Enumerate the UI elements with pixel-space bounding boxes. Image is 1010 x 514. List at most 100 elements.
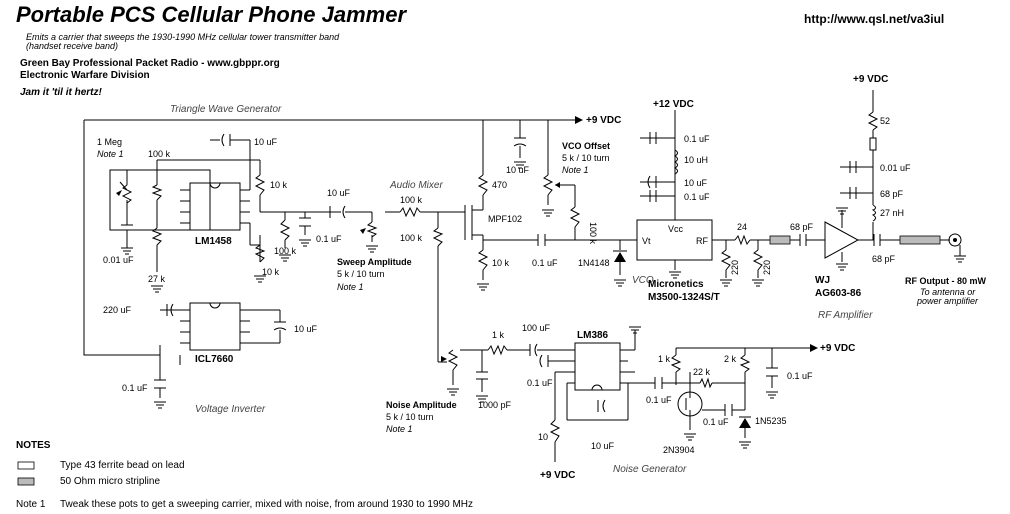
noise-amplitude-value: 5 k / 10 turn [386, 412, 434, 422]
inductors [674, 149, 876, 222]
power-9v-amp: +9 VDC [853, 74, 888, 85]
res-10k-tri-a-label: 10 k [270, 180, 288, 190]
ic-icl7660-label: ICL7660 [195, 354, 234, 365]
rf-output-label: RF Output - 80 mW [905, 276, 986, 286]
amp-name-label: WJ [815, 275, 830, 286]
cap-10uf-inv-label: 10 uF [294, 324, 318, 334]
res-22k-label: 22 k [693, 367, 711, 377]
cap-0-1uf-n1-label: 0.1 uF [527, 378, 553, 388]
res-1k-noise-label: 1 k [492, 330, 505, 340]
pot-1meg-note: Note 1 [97, 149, 124, 159]
page-title: Portable PCS Cellular Phone Jammer [16, 2, 407, 27]
res-1k-b-label: 1 k [658, 354, 671, 364]
noise-amplitude-note: Note 1 [386, 424, 413, 434]
potentiometers [116, 174, 560, 371]
organization: Green Bay Professional Packet Radio - ww… [20, 58, 280, 82]
cap-0-1uf-vco-label: 0.1 uF [684, 134, 710, 144]
cap-220uf-label: 220 uF [103, 305, 132, 315]
res-100k-mix-b-label: 100 k [400, 233, 423, 243]
rf-output-dest-1: To antenna or [920, 287, 976, 297]
cap-0-01uf-amp-label: 0.01 uF [880, 163, 911, 173]
vco-offset-note: Note 1 [562, 165, 589, 175]
diode-1n5235-label: 1N5235 [755, 416, 787, 426]
note-1-label: Note 1 [16, 499, 46, 510]
cap-100uf-label: 100 uF [522, 323, 551, 333]
cap-68pf-a-label: 68 pF [790, 222, 814, 232]
cap-0-1uf-tri-label: 0.1 uF [316, 234, 342, 244]
cap-1000pf-label: 1000 pF [478, 400, 512, 410]
pot-1meg-label: 1 Meg [97, 137, 122, 147]
vco-vcc-pin: Vcc [668, 224, 684, 234]
sweep-amplitude-value: 5 k / 10 turn [337, 269, 385, 279]
ind-27nh-label: 27 nH [880, 208, 904, 218]
cap-0-1uf-vco-b-label: 0.1 uF [684, 192, 710, 202]
cap-10uf-noise-label: 10 uF [591, 441, 615, 451]
vco-vt-pin: Vt [642, 236, 651, 246]
cap-10uf-top-label: 10 uF [506, 165, 530, 175]
res-24-label: 24 [737, 222, 747, 232]
label-vco: VCO [632, 275, 654, 286]
rf-output-dest-2: power amplifier [916, 296, 979, 306]
ic-lm386-label: LM386 [577, 330, 609, 341]
res-100k-offset-label: 100 k [588, 222, 598, 245]
cap-0-01uf-tri-label: 0.01 uF [103, 255, 134, 265]
power-9v-bottom: +9 VDC [540, 470, 575, 481]
cap-0-1uf-inv-label: 0.1 uF [122, 383, 148, 393]
res-470-label: 470 [492, 180, 507, 190]
power-9v-top: +9 VDC [586, 115, 621, 126]
resistors [151, 111, 879, 443]
label-rf-amplifier: RF Amplifier [818, 310, 873, 321]
notes-heading: NOTES [16, 440, 51, 451]
note-1-text: Tweak these pots to get a sweeping carri… [60, 499, 473, 510]
source-url: http://www.qsl.net/va3iul [804, 12, 945, 26]
res-2k-label: 2 k [724, 354, 737, 364]
power-12v-vco: +12 VDC [653, 99, 694, 110]
cap-10uf-tri-label: 10 uF [254, 137, 278, 147]
transistor-2n3904-label: 2N3904 [663, 445, 695, 455]
noise-amplitude-label: Noise Amplitude [386, 400, 457, 410]
res-27k-label: 27 k [148, 274, 166, 284]
ferrite-bead-symbol [17, 461, 35, 470]
res-52-label: 52 [880, 116, 890, 126]
amp-part-label: AG603-86 [815, 288, 862, 299]
org-line-2: Electronic Warfare Division [20, 70, 150, 81]
ic-lm1458-label: LM1458 [195, 236, 232, 247]
cap-10uf-mix-label: 10 uF [327, 188, 351, 198]
res-220-b-label: 220 [762, 260, 772, 275]
note-stripline: 50 Ohm micro stripline [60, 476, 161, 487]
cap-0-1uf-n3-label: 0.1 uF [703, 417, 729, 427]
diode-1n4148-label: 1N4148 [578, 258, 610, 268]
label-voltage-inverter: Voltage Inverter [195, 404, 266, 415]
note-ferrite-bead: Type 43 ferrite bead on lead [60, 460, 185, 471]
vco-offset-value: 5 k / 10 turn [562, 153, 610, 163]
striplines [769, 233, 962, 256]
sweep-amplitude-note: Note 1 [337, 282, 364, 292]
label-triangle-wave-generator: Triangle Wave Generator [170, 104, 282, 115]
description: Emits a carrier that sweeps the 1930-199… [26, 32, 340, 51]
res-100k-tri-b-label: 100 k [274, 246, 297, 256]
cap-68pf-out-label: 68 pF [872, 254, 896, 264]
tagline: Jam it 'til it hertz! [20, 87, 102, 98]
vco-part-label: M3500-1324S/T [648, 292, 720, 303]
label-audio-mixer: Audio Mixer [389, 180, 443, 191]
res-10k-jfet-label: 10 k [492, 258, 510, 268]
cap-10uf-vco-label: 10 uF [684, 178, 708, 188]
jfet-mpf102-label: MPF102 [488, 214, 522, 224]
cap-0-1uf-n4-label: 0.1 uF [787, 371, 813, 381]
res-100k-tri-label: 100 k [148, 149, 171, 159]
ind-10uh-label: 10 uH [684, 155, 708, 165]
res-10-noise-label: 10 [538, 432, 548, 442]
ic-bodies [189, 182, 860, 417]
cap-68pf-amp-label: 68 pF [880, 189, 904, 199]
cap-0-1uf-jfet-label: 0.1 uF [532, 258, 558, 268]
vco-offset-label: VCO Offset [562, 141, 610, 151]
wires [83, 90, 950, 462]
sweep-amplitude-label: Sweep Amplitude [337, 257, 412, 267]
diodes [613, 250, 751, 428]
vco-name-label: Micronetics [648, 279, 704, 290]
capacitors [121, 132, 881, 416]
label-noise-generator: Noise Generator [613, 464, 687, 475]
vco-rf-pin: RF [696, 236, 708, 246]
